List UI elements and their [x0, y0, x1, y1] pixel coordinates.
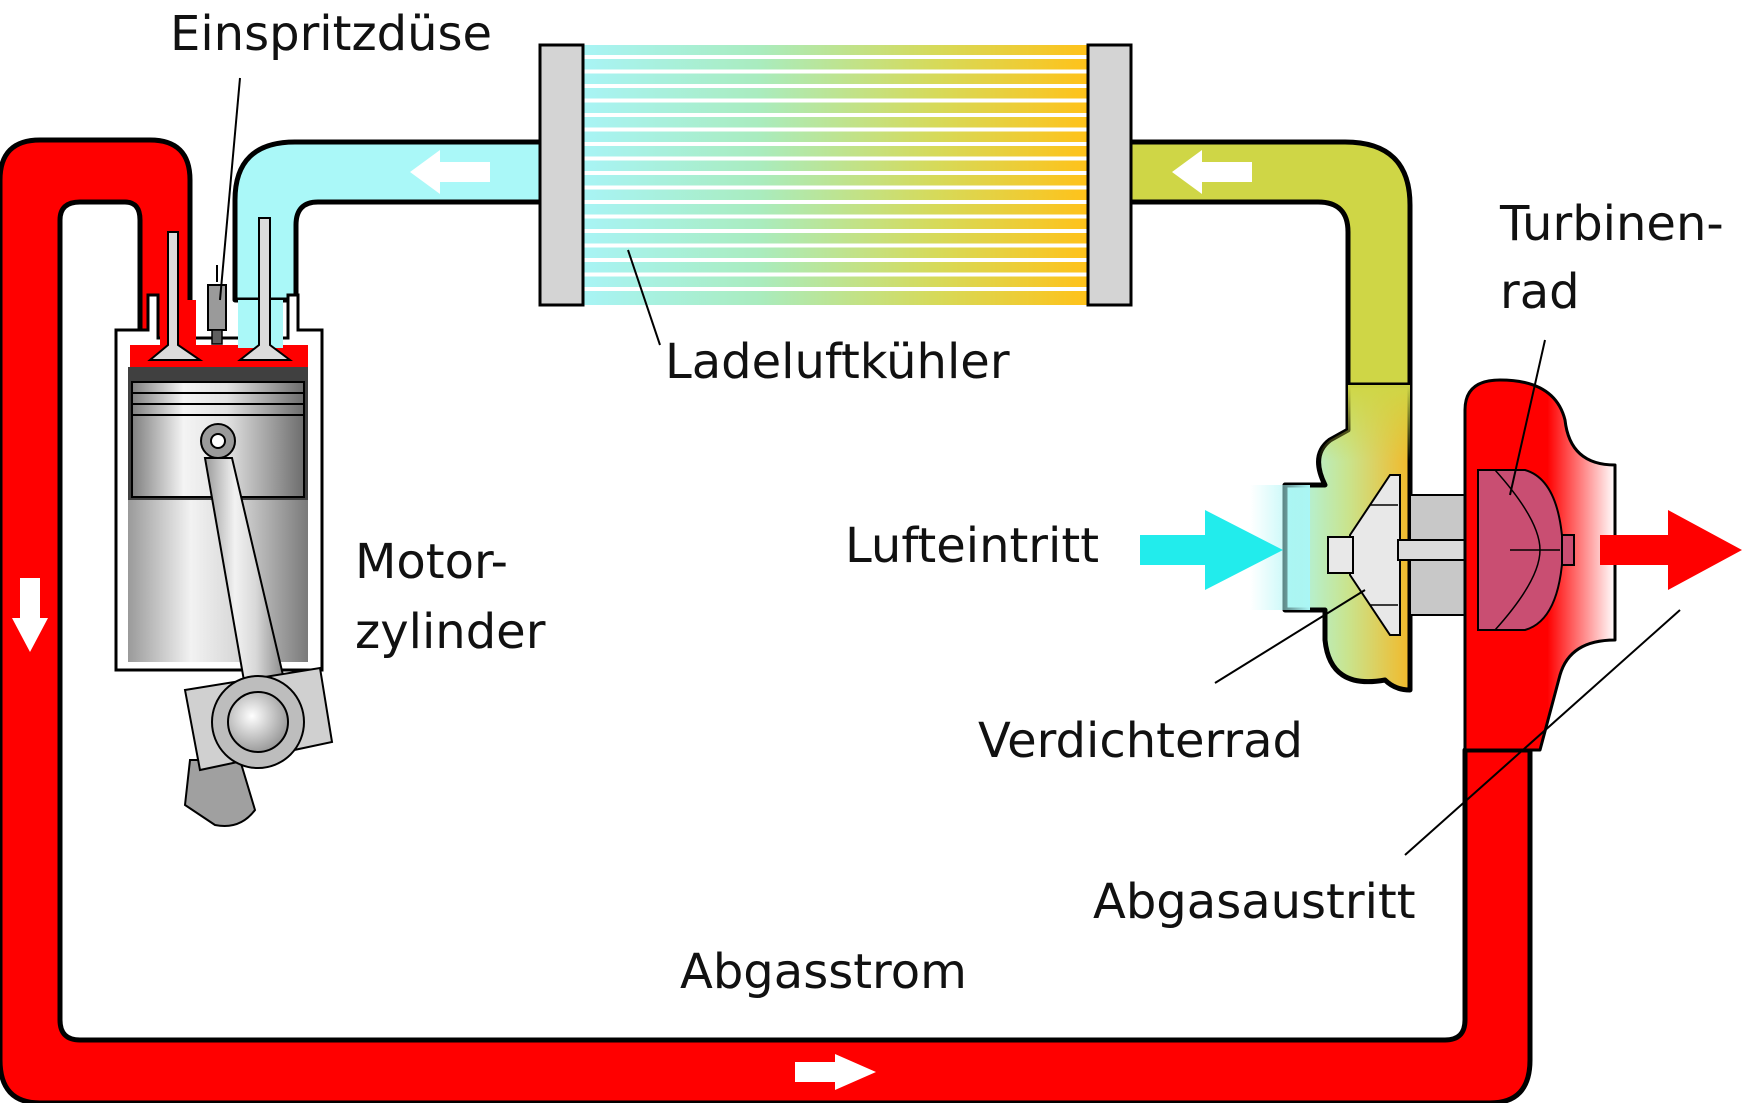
intake-arrow-icon [1140, 510, 1283, 590]
engine-cylinder [114, 217, 334, 827]
intercooler-fin [583, 142, 1088, 146]
intercooler-fin [583, 272, 1088, 277]
leader-intercooler [627, 249, 661, 346]
exhaust-pipe [0, 137, 1533, 1103]
label-cylinder-1: Motor- [355, 534, 508, 590]
intercooler-end-left [538, 43, 585, 307]
intake-valve [237, 217, 293, 361]
label-air-inlet: Lufteintritt [845, 518, 1099, 574]
label-exhaust-outlet: Abgasaustritt [1093, 874, 1416, 930]
intercooler-fin [583, 156, 1088, 161]
label-injector: Einspritzdüse [170, 6, 492, 62]
leader-turbine [1509, 339, 1546, 496]
intercooler-fin [583, 69, 1088, 74]
flow-arrow-icon [1172, 150, 1252, 194]
label-compressor-wheel: Verdichterrad [978, 713, 1303, 769]
intercooler [538, 43, 1133, 307]
intercooler-fin [583, 127, 1088, 132]
charge-air-pipe [232, 139, 548, 303]
exhaust-valve [147, 231, 204, 361]
flow-arrow-icon [12, 578, 48, 652]
leader-outlet [1404, 609, 1681, 856]
label-turbine-1: Turbinen- [1499, 196, 1724, 252]
crank-web [183, 759, 257, 827]
intercooler-fin [583, 84, 1088, 88]
intercooler-fin [583, 229, 1088, 233]
compressor-wheel [1349, 474, 1401, 636]
label-cylinder-2: zylinder [355, 604, 546, 660]
exhaust-arrow-icon [1600, 510, 1742, 590]
intercooler-fin [583, 287, 1088, 291]
turbine [1463, 378, 1617, 752]
label-exhaust-flow: Abgasstrom [680, 944, 967, 1000]
intercooler-fin [583, 200, 1088, 204]
flow-arrow-icon [795, 1054, 876, 1090]
intercooler-fin [583, 171, 1088, 175]
flow-arrow-icon [410, 150, 490, 194]
intercooler-fins [583, 55, 1088, 291]
hot-air-pipe [1122, 139, 1413, 388]
intercooler-fin [583, 185, 1088, 190]
intercooler-end-right [1086, 43, 1133, 307]
intercooler-fin [583, 98, 1088, 103]
injector-nozzle [207, 284, 227, 331]
intercooler-fin [583, 243, 1088, 248]
intercooler-fin [583, 214, 1088, 219]
intercooler-fin [583, 55, 1088, 59]
label-intercooler: Ladeluftkühler [665, 334, 1010, 390]
leader-injector [219, 77, 241, 301]
compressor [1250, 382, 1413, 693]
crankshaft-journal [227, 691, 289, 753]
leader-compressor [1214, 589, 1366, 684]
intercooler-fin [583, 258, 1088, 262]
intercooler-fin [583, 113, 1088, 117]
label-turbine-2: rad [1500, 264, 1580, 320]
